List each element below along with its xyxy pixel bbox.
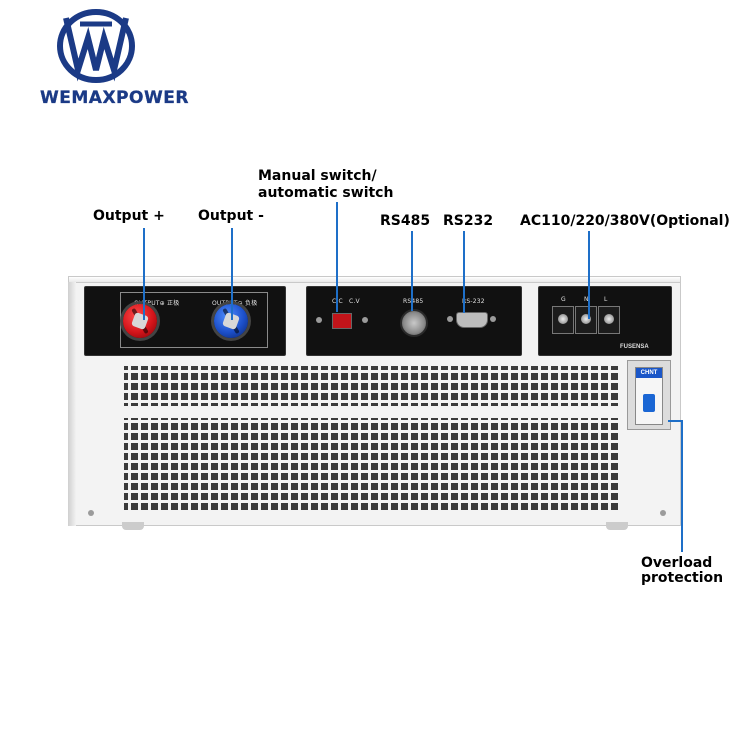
callout-line-rs485 bbox=[411, 231, 413, 311]
ventilation-grille bbox=[124, 366, 620, 510]
brand-name: WEMAXPOWER bbox=[40, 88, 189, 108]
callout-line-ac bbox=[588, 231, 590, 319]
cv-mode-mark: C.V bbox=[349, 298, 360, 305]
label-output-minus: Output - bbox=[198, 208, 264, 224]
positive-output-terminal[interactable] bbox=[123, 304, 157, 338]
label-switch-line1: Manual switch/ bbox=[258, 168, 377, 184]
callout-line-overload-h bbox=[668, 420, 682, 422]
breaker-brand: CHNT bbox=[636, 368, 662, 378]
ac-terminal-n[interactable] bbox=[575, 306, 597, 334]
ac-terminal-l[interactable] bbox=[598, 306, 620, 334]
breaker-maker-mark: FUSENSA bbox=[620, 344, 649, 350]
terminal-n-mark: N bbox=[584, 296, 589, 303]
ac-terminal-g[interactable] bbox=[552, 306, 574, 334]
rs232-port[interactable] bbox=[456, 312, 488, 328]
label-rs485: RS485 bbox=[380, 213, 431, 229]
label-rs232: RS232 bbox=[443, 213, 494, 229]
callout-line-overload bbox=[681, 420, 683, 552]
screw bbox=[316, 317, 322, 323]
callout-line-output-minus bbox=[231, 228, 233, 320]
label-overload-line1: Overload bbox=[641, 555, 713, 571]
output-neg-mark: OUTPUT⊖ 负极 bbox=[212, 300, 258, 307]
chassis-foot bbox=[122, 522, 144, 530]
rs485-port[interactable] bbox=[400, 309, 428, 337]
label-output-plus: Output + bbox=[93, 208, 165, 224]
output-panel bbox=[84, 286, 286, 356]
breaker-lever[interactable] bbox=[643, 394, 655, 412]
rs485-mark: RS485 bbox=[403, 298, 424, 305]
callout-line-rs232 bbox=[463, 231, 465, 313]
wm-logo-icon bbox=[57, 9, 135, 83]
terminal-l-mark: L bbox=[604, 296, 608, 303]
output-pos-mark: OUTPUT⊕ 正极 bbox=[134, 300, 180, 307]
label-ac-input: AC110/220/380V(Optional) bbox=[520, 213, 730, 229]
screw bbox=[447, 316, 453, 322]
label-switch-line2: automatic switch bbox=[258, 185, 394, 201]
screw bbox=[362, 317, 368, 323]
screw bbox=[88, 510, 94, 516]
screw bbox=[660, 510, 666, 516]
brand-logo: WEMAXPOWER bbox=[40, 8, 189, 108]
output-panel-border bbox=[120, 292, 268, 348]
screw bbox=[490, 316, 496, 322]
callout-line-switch bbox=[336, 202, 338, 312]
mode-switch[interactable] bbox=[332, 313, 352, 329]
overload-breaker[interactable]: CHNT bbox=[635, 367, 663, 425]
callout-line-output-plus bbox=[143, 228, 145, 320]
rs232-mark: RS-232 bbox=[462, 298, 485, 305]
label-overload-line2: protection bbox=[641, 570, 724, 586]
breaker-housing: CHNT bbox=[627, 360, 671, 430]
terminal-g-mark: G bbox=[561, 296, 566, 303]
chassis-side bbox=[68, 282, 76, 526]
chassis-foot bbox=[606, 522, 628, 530]
